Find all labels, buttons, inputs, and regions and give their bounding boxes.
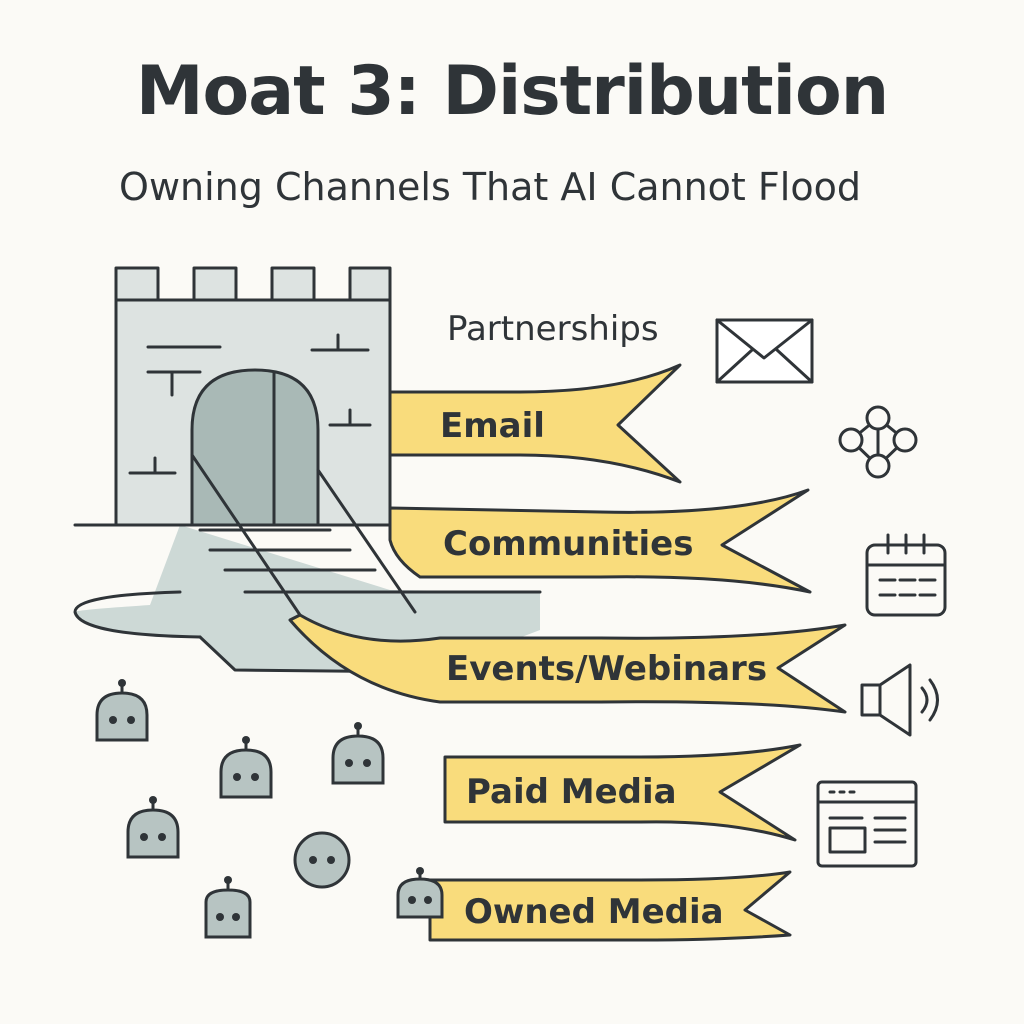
page-title: Moat 3: Distribution — [135, 52, 889, 131]
channel-communities: Communities — [443, 524, 693, 564]
speaker-icon — [860, 663, 939, 737]
robot-icon — [204, 876, 252, 939]
robot-icons — [95, 679, 444, 939]
robot-icon — [219, 736, 273, 799]
channel-partnerships: Partnerships — [447, 309, 659, 349]
channel-paid-media: Paid Media — [466, 772, 677, 812]
banner-paid-media: Paid Media — [443, 743, 802, 842]
robot-icon — [293, 831, 351, 889]
channel-events-webinars: Events/Webinars — [446, 649, 767, 689]
browser-window-icon — [816, 780, 918, 868]
robot-icon — [126, 796, 180, 859]
robot-icon — [331, 722, 385, 785]
banner-email: Email — [388, 363, 682, 484]
banner-communities: Communities — [388, 488, 812, 594]
banner-events: Events/Webinars — [288, 613, 847, 714]
channel-owned-media: Owned Media — [464, 892, 724, 932]
network-icon — [838, 405, 918, 479]
robot-icon — [95, 679, 149, 742]
banner-owned-media: Owned Media — [428, 870, 792, 942]
subtitle: Owning Channels That AI Cannot Flood — [119, 165, 861, 209]
robot-icon — [396, 867, 444, 919]
channel-email: Email — [440, 406, 545, 446]
envelope-icon — [715, 318, 814, 384]
calendar-icon — [865, 533, 947, 617]
